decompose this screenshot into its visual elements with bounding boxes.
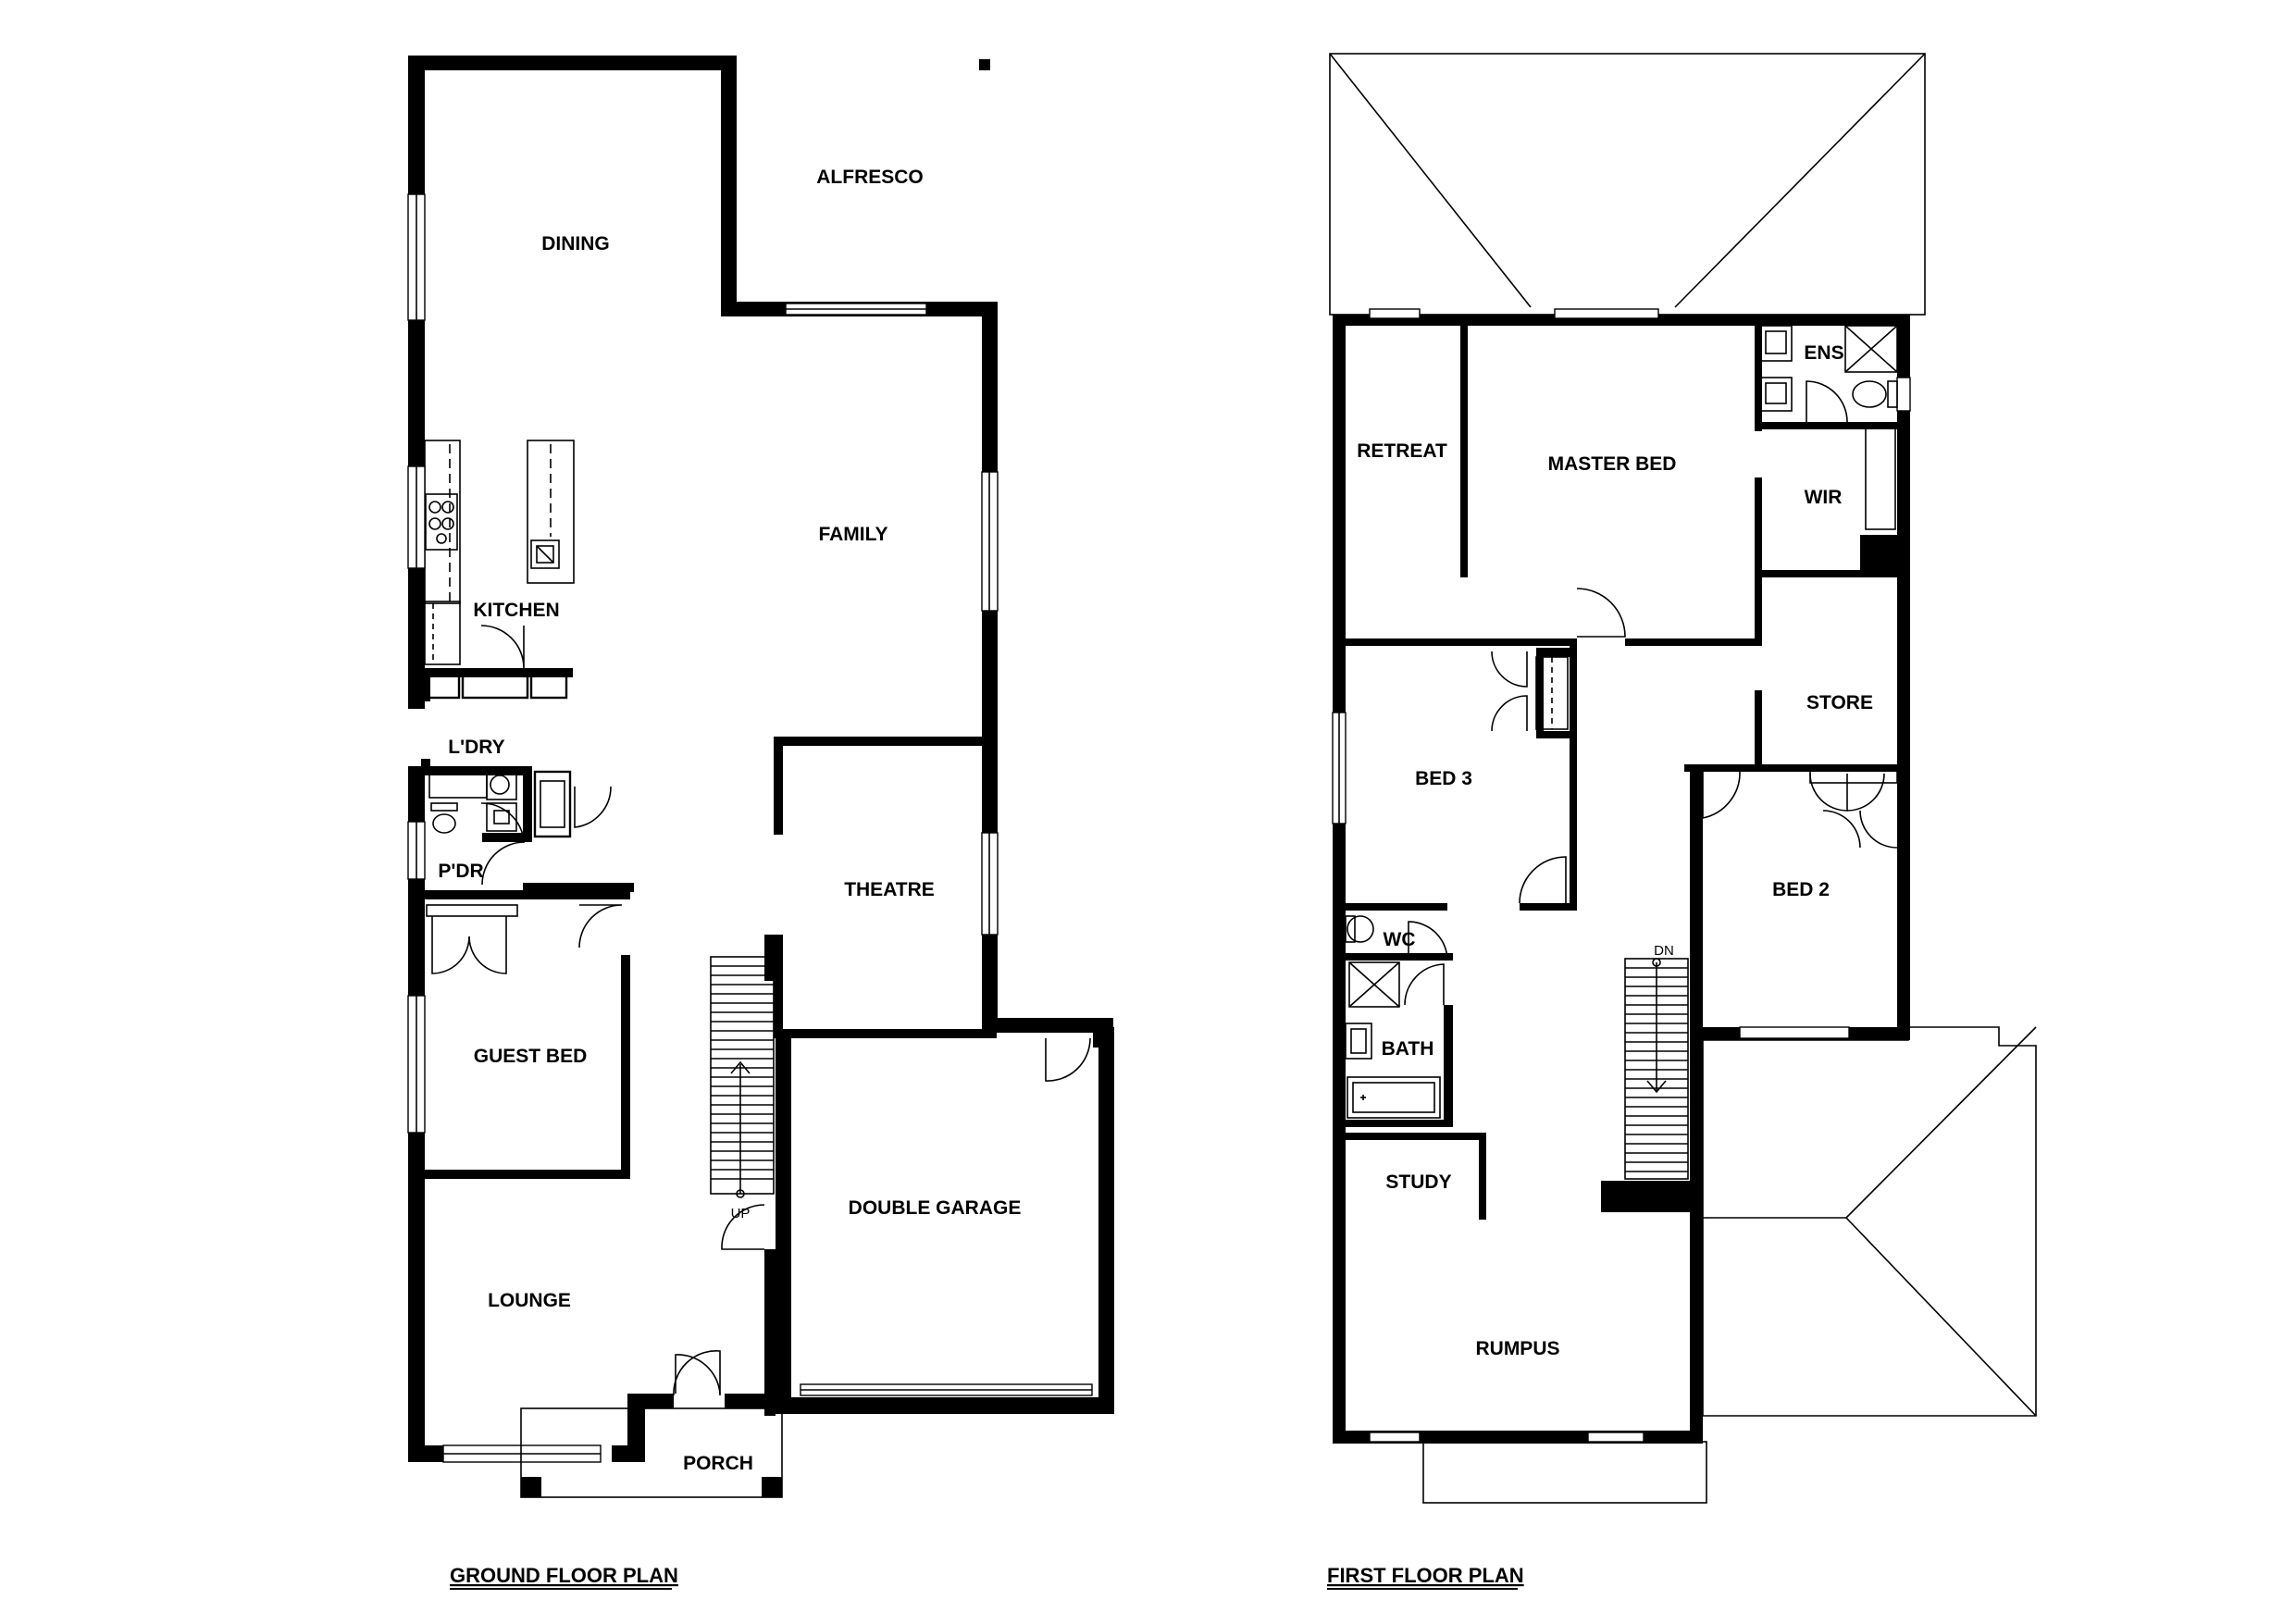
room-porch: PORCH <box>683 1453 753 1474</box>
first-doors <box>1404 588 1741 1006</box>
room-study: STUDY <box>1385 1172 1451 1193</box>
ground-floor-plan: DINING ALFRESCO FAMILY KITCHEN L'DRY P'D… <box>407 56 1114 1590</box>
room-powder: P'DR <box>438 861 483 882</box>
room-double-garage: DOUBLE GARAGE <box>849 1197 1022 1219</box>
room-store: STORE <box>1806 692 1873 713</box>
ground-title-underline <box>450 1588 672 1590</box>
first-ensuite-fixtures <box>1759 325 1898 530</box>
first-title-underline <box>1327 1588 1518 1590</box>
first-bath-fixtures <box>1345 915 1441 1119</box>
room-theatre: THEATRE <box>844 879 935 900</box>
ground-joinery <box>426 668 572 838</box>
stair-up-label: UP <box>731 1206 751 1221</box>
ground-exterior-walls <box>408 56 1114 1462</box>
room-bath: BATH <box>1382 1038 1434 1060</box>
room-kitchen: KITCHEN <box>473 600 559 621</box>
first-floor-title: FIRST FLOOR PLAN <box>1327 1564 1524 1587</box>
first-floor-plan: RETREAT MASTER BED ENS WIR STORE BED 3 B… <box>1327 53 2037 1590</box>
ground-doors <box>426 625 1091 1396</box>
stair-down-label: DN <box>1654 943 1674 959</box>
porch-outline <box>520 1354 783 1498</box>
first-stairs <box>1624 958 1689 1180</box>
room-retreat: RETREAT <box>1357 440 1447 462</box>
first-robes <box>1491 651 1898 849</box>
ground-stairs <box>710 956 775 1198</box>
room-dining: DINING <box>541 233 610 254</box>
room-lounge: LOUNGE <box>488 1290 571 1311</box>
room-ens: ENS <box>1804 342 1843 364</box>
room-wir: WIR <box>1805 487 1843 508</box>
room-laundry: L'DRY <box>448 737 504 758</box>
alfresco-post <box>979 59 990 70</box>
room-bed2: BED 2 <box>1772 879 1830 900</box>
ground-windows <box>407 193 1093 1463</box>
room-bed3: BED 3 <box>1415 768 1472 789</box>
ground-floor-title: GROUND FLOOR PLAN <box>450 1564 678 1587</box>
room-guest-bed: GUEST BED <box>474 1046 588 1067</box>
first-windows <box>1332 308 1911 1443</box>
room-alfresco: ALFRESCO <box>816 167 924 188</box>
room-rumpus: RUMPUS <box>1475 1338 1559 1359</box>
room-master-bed: MASTER BED <box>1548 453 1677 475</box>
first-interior-walls <box>1346 316 1901 1220</box>
ground-kitchen-benches <box>424 440 575 665</box>
ground-interior-walls <box>421 668 997 1416</box>
room-wc: WC <box>1384 929 1416 950</box>
room-family: FAMILY <box>818 524 887 545</box>
